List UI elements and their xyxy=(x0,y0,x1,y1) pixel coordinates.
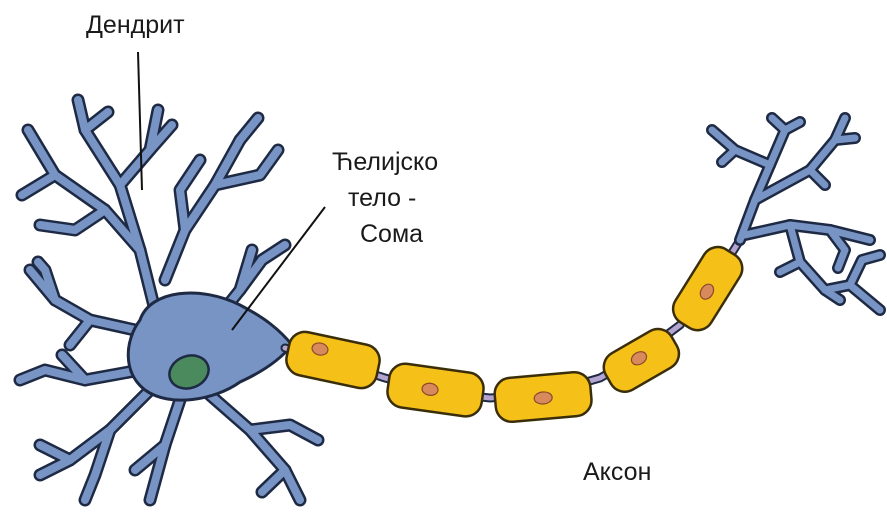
myelin-sheath xyxy=(283,329,382,391)
myelin-sheaths xyxy=(283,241,748,423)
dendrite-label: Дендрит xyxy=(86,13,185,38)
myelin-sheath xyxy=(385,362,485,419)
axon-label: Аксон xyxy=(583,460,651,485)
myelin-sheath xyxy=(667,241,748,336)
soma-label-line2: тело - xyxy=(348,186,416,211)
soma-label-line1: Ћелијско xyxy=(332,150,438,175)
soma xyxy=(128,293,292,400)
myelin-sheath xyxy=(493,371,592,423)
soma-label-line3: Сома xyxy=(360,222,423,247)
